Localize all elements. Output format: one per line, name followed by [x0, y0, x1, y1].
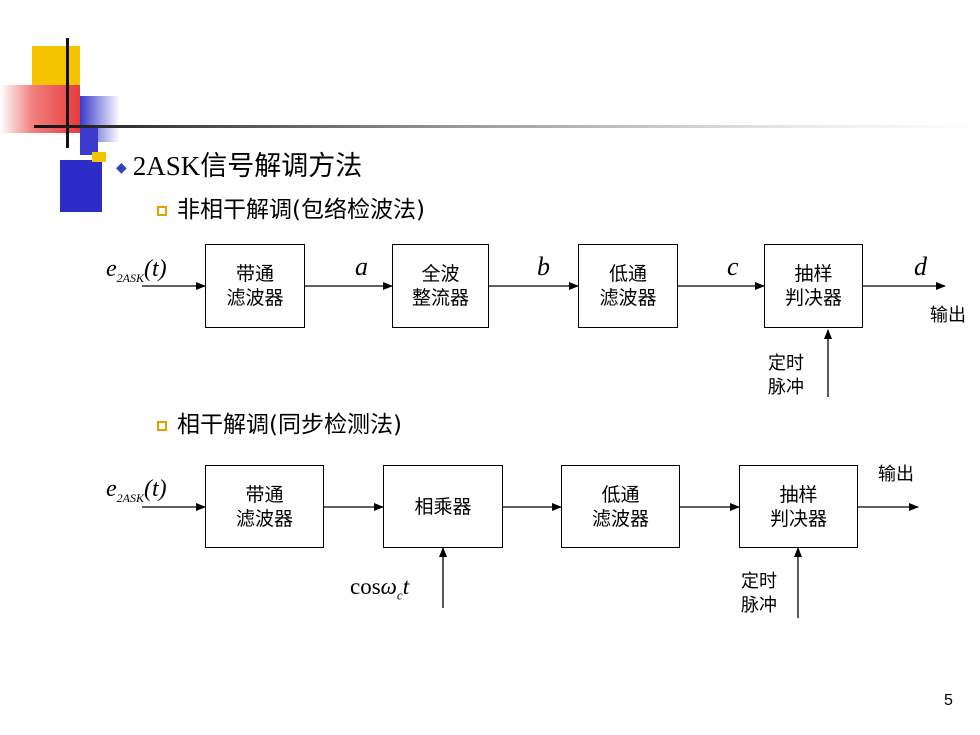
- sampling-decision-block-2: 抽样 判决器: [739, 465, 858, 548]
- deco-yellow-square: [32, 46, 80, 92]
- square-bullet-icon: [157, 420, 167, 431]
- lowpass-filter-block-1: 低通 滤波器: [578, 244, 678, 328]
- timing-pulse-label-2: 定时 脉冲: [741, 571, 777, 616]
- multiplier-block: 相乘器: [383, 465, 503, 548]
- lowpass-filter-block-2: 低通 滤波器: [561, 465, 680, 548]
- input-signal-label-1: e2ASK(t): [106, 256, 167, 285]
- slide-title: ◆2ASK信号解调方法: [116, 151, 363, 182]
- output-label-2: 输出: [878, 464, 914, 485]
- input-signal-label-2: e2ASK(t): [106, 476, 167, 505]
- diamond-bullet-icon: ◆: [116, 159, 127, 176]
- page-number: 5: [944, 692, 953, 709]
- signal-label-b: b: [537, 252, 550, 281]
- signal-label-d: d: [914, 252, 927, 281]
- deco-small-blue-block: [80, 125, 98, 155]
- sampling-decision-block-1: 抽样 判决器: [764, 244, 863, 328]
- signal-label-a: a: [355, 252, 368, 281]
- square-bullet-icon: [157, 205, 167, 216]
- full-wave-rectifier-block: 全波 整流器: [392, 244, 489, 328]
- bandpass-filter-block-1: 带通 滤波器: [205, 244, 305, 328]
- signal-label-c: c: [727, 252, 739, 281]
- deco-blue-square: [60, 160, 102, 212]
- deco-vertical-line: [66, 38, 69, 148]
- deco-yellow-small: [92, 152, 106, 162]
- section1-heading: 非相干解调(包络检波法): [157, 190, 425, 224]
- deco-horizontal-rule: [34, 125, 980, 128]
- section2-heading: 相干解调(同步检测法): [157, 405, 402, 439]
- output-label-1: 输出: [930, 305, 966, 326]
- timing-pulse-label-1: 定时 脉冲: [768, 353, 804, 398]
- carrier-label: cosωct: [350, 574, 410, 603]
- bandpass-filter-block-2: 带通 滤波器: [205, 465, 324, 548]
